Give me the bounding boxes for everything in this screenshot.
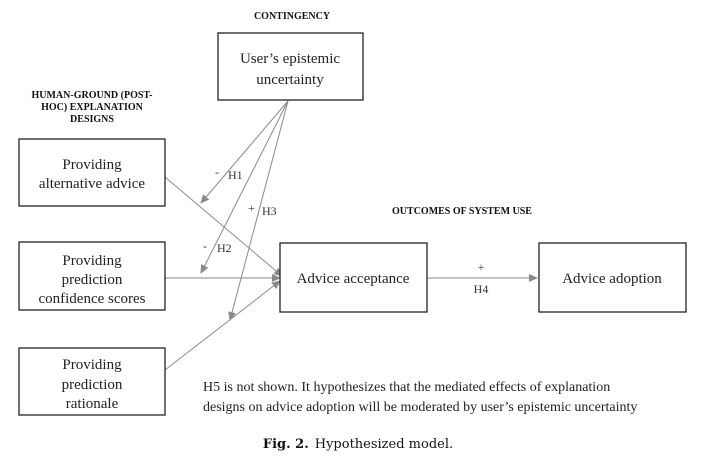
adoption-label: Advice adoption bbox=[562, 271, 662, 287]
figure-title: Hypothesized model. bbox=[315, 437, 453, 452]
h3-sign: + bbox=[248, 201, 255, 215]
h4-label: H4 bbox=[474, 282, 489, 296]
h5-note-line-2: designs on advice adoption will be moder… bbox=[203, 400, 637, 415]
designs-heading-line-2: HOC) EXPLANATION bbox=[41, 102, 144, 113]
acceptance-label: Advice acceptance bbox=[297, 271, 410, 287]
figure-caption: Fig. 2. Hypothesized model. bbox=[263, 437, 453, 452]
figure-number: Fig. 2. bbox=[263, 437, 309, 452]
uncertainty-label-line-2: uncertainty bbox=[256, 72, 324, 88]
confidence-label-line-2: prediction bbox=[62, 272, 123, 288]
h3-label: H3 bbox=[262, 204, 277, 218]
confidence-label-line-3: confidence scores bbox=[38, 291, 145, 307]
box-advice-acceptance: Advice acceptance bbox=[279, 242, 428, 313]
arrow-rationale-to-acceptance bbox=[164, 280, 281, 371]
alternative-label-line-2: alternative advice bbox=[39, 176, 146, 192]
rationale-label-line-2: prediction bbox=[62, 377, 123, 393]
box-confidence-scores: Providing prediction confidence scores bbox=[18, 241, 166, 311]
box-prediction-rationale: Providing prediction rationale bbox=[18, 347, 166, 416]
h4-sign: + bbox=[478, 260, 485, 274]
outcomes-heading: OUTCOMES OF SYSTEM USE bbox=[392, 206, 532, 217]
designs-heading: HUMAN-GROUND (POST- HOC) EXPLANATION DES… bbox=[31, 90, 152, 125]
h1-label: H1 bbox=[228, 168, 243, 182]
confidence-label-line-1: Providing bbox=[62, 253, 122, 269]
alternative-label-line-1: Providing bbox=[62, 157, 122, 173]
box-epistemic-uncertainty: User’s epistemic uncertainty bbox=[217, 32, 364, 101]
arrow-h3-moderation bbox=[228, 100, 289, 321]
designs-heading-line-1: HUMAN-GROUND (POST- bbox=[31, 90, 152, 101]
contingency-heading: CONTINGENCY bbox=[254, 11, 331, 22]
arrow-alternative-to-acceptance bbox=[164, 176, 283, 277]
rationale-label-line-1: Providing bbox=[62, 357, 122, 373]
designs-heading-line-3: DESIGNS bbox=[70, 114, 114, 125]
h5-note-line-1: H5 is not shown. It hypothesizes that th… bbox=[203, 380, 610, 395]
arrow-h1-moderation bbox=[200, 100, 289, 204]
h5-note: H5 is not shown. It hypothesizes that th… bbox=[203, 380, 637, 415]
h1-sign: - bbox=[215, 165, 219, 179]
box-advice-adoption: Advice adoption bbox=[538, 242, 687, 313]
box-alternative-advice: Providing alternative advice bbox=[18, 138, 166, 207]
arrow-h2-moderation bbox=[200, 100, 289, 274]
uncertainty-label-line-1: User’s epistemic bbox=[240, 51, 340, 67]
h2-label: H2 bbox=[217, 241, 232, 255]
h2-sign: - bbox=[203, 239, 207, 253]
rationale-label-line-3: rationale bbox=[66, 396, 119, 412]
